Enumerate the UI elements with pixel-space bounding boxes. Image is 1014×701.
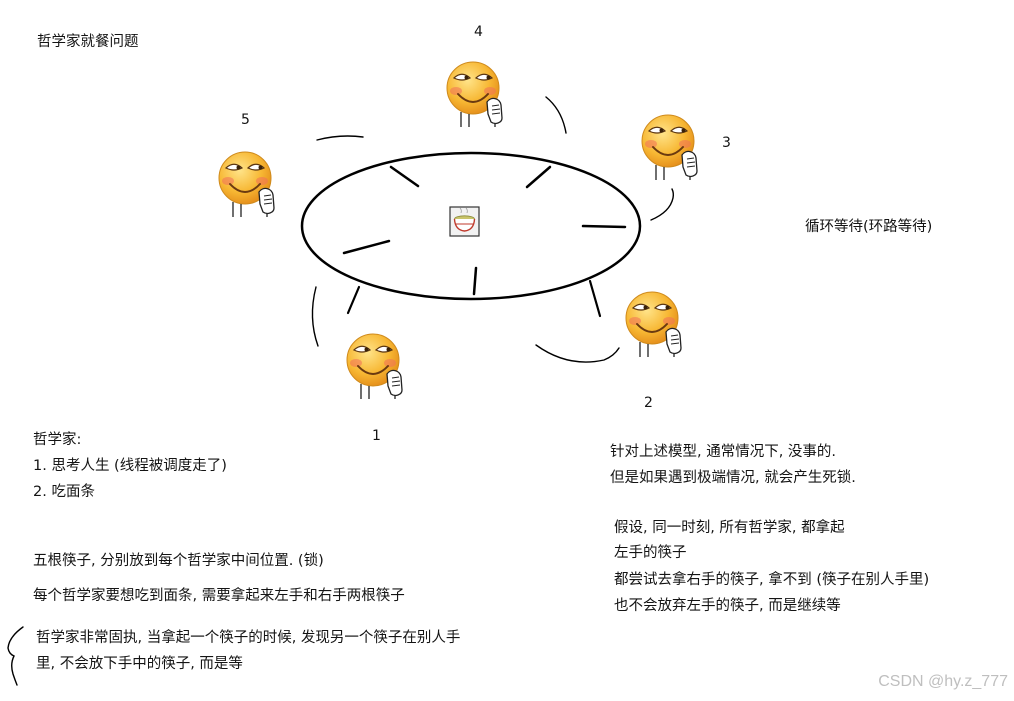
philosopher-2-label: 2 [644,395,653,411]
philosopher-1 [346,333,403,400]
chopstick-2 [525,165,552,189]
philosopher-3 [641,114,698,181]
assumption-note-line: 都尝试去拿右手的筷子, 拿不到 (筷子在别人手里) [614,572,930,588]
philosopher-face-icon [625,291,682,358]
philosopher-face-icon [346,333,403,400]
philosopher-notes-item: 2. 吃面条 [33,484,95,500]
hand-drawn-stroke-near-5 [316,135,364,141]
held-chopstick-1 [346,285,361,315]
assumption-note-line: 也不会放弃左手的筷子, 而是继续等 [614,598,841,614]
stubborn-note-line: 哲学家非常固执, 当拿起一个筷子的时候, 发现另一个筷子在别人手 [36,630,461,646]
noodle-bowl-icon [449,206,480,237]
held-chopstick-2 [588,279,602,318]
hand-drawn-stroke-near-3 [650,188,675,221]
watermark: CSDN @hy.z_777 [878,673,1008,690]
philosopher-2 [625,291,682,358]
philosopher-3-label: 3 [722,135,731,151]
deadlock-note-line: 但是如果遇到极端情况, 就会产生死锁. [610,470,856,486]
deadlock-note-line: 针对上述模型, 通常情况下, 没事的. [610,444,837,460]
chopstick-5 [472,266,478,296]
assumption-note-line: 假设, 同一时刻, 所有哲学家, 都拿起 [614,520,845,536]
chopstick-note: 五根筷子, 分别放到每个哲学家中间位置. (锁) [33,553,324,569]
table-ellipse [300,151,642,301]
chopstick-1 [389,165,420,188]
philosopher-4-label: 4 [474,24,483,40]
hand-drawn-stroke-near-4 [545,96,567,134]
hand-drawn-stroke-near-2 [535,344,620,363]
philosopher-face-icon [218,151,275,218]
philosopher-notes-item: 1. 思考人生 (线程被调度走了) [33,458,227,474]
philosopher-5 [218,151,275,218]
hand-drawn-stroke-near-1 [311,286,319,347]
philosopher-4 [446,61,503,128]
philosopher-notes-heading: 哲学家: [33,432,82,448]
brace-stroke [7,626,24,686]
chopstick-3 [581,224,627,229]
philosopher-1-label: 1 [372,428,381,444]
chopstick-4 [342,239,391,255]
stubborn-note-line: 里, 不会放下手中的筷子, 而是等 [36,656,243,672]
chopstick-note: 每个哲学家要想吃到面条, 需要拿起来左手和右手两根筷子 [33,588,405,604]
philosopher-face-icon [446,61,503,128]
cycle-wait-note: 循环等待(环路等待) [805,219,933,235]
philosopher-5-label: 5 [241,112,250,128]
assumption-note-line: 左手的筷子 [614,545,687,561]
page-title: 哲学家就餐问题 [37,34,139,50]
philosopher-face-icon [641,114,698,181]
